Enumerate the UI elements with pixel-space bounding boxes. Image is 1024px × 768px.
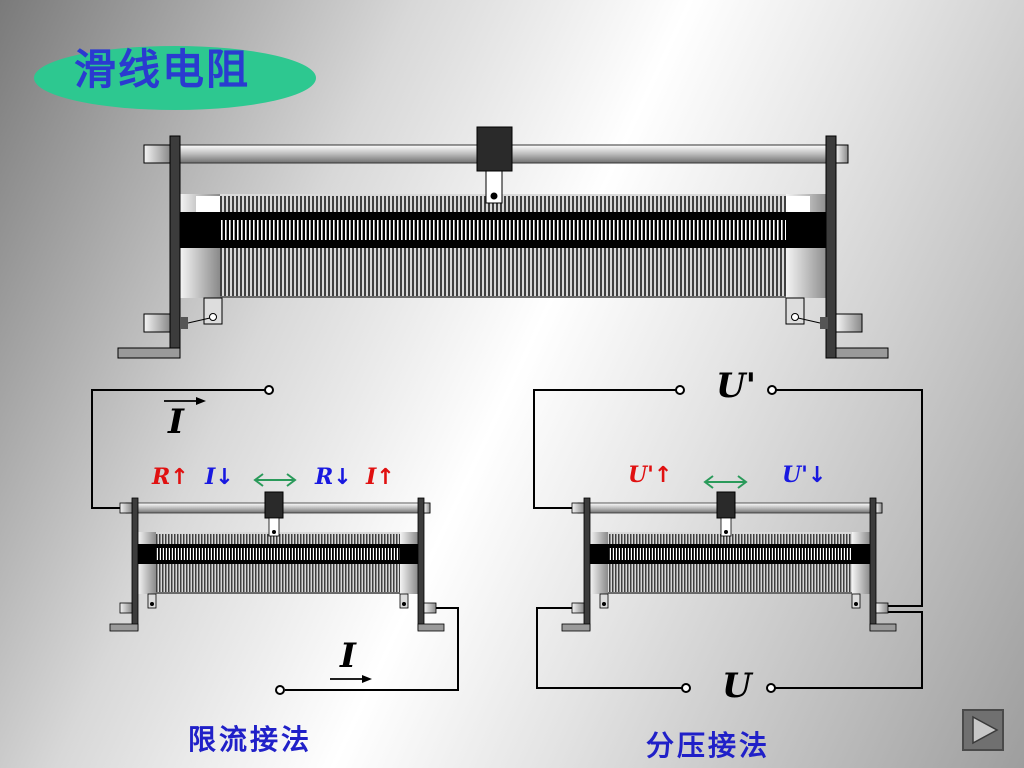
left-label-2: I↓ — [205, 464, 234, 490]
title-oval — [34, 46, 316, 110]
right-bottom-terminal-a — [681, 683, 691, 693]
right-circuit-wires — [533, 389, 923, 689]
current-label-bottom: I — [340, 636, 356, 676]
terminal-left — [143, 313, 171, 333]
right-top-terminal-b — [767, 385, 777, 395]
current-arrow-bottom — [330, 675, 372, 683]
current-arrow-top — [164, 397, 206, 405]
left-label-3: R↓ — [315, 464, 352, 490]
terminal-right — [835, 313, 863, 333]
right-label-1: U'↑ — [628, 462, 673, 488]
right-label-2: U'↓ — [782, 462, 827, 488]
left-rheostat — [109, 491, 445, 632]
large-rheostat — [117, 126, 889, 359]
voltage-label-top: U' — [716, 366, 757, 406]
current-label-top: I — [168, 402, 184, 442]
page-title: 滑线电阻 — [74, 45, 251, 94]
play-triangle-icon — [972, 715, 999, 745]
left-circuit-wires — [91, 389, 459, 691]
left-label-1: R↑ — [152, 464, 189, 490]
right-bottom-terminal-b — [766, 683, 776, 693]
caption-current-limiting: 限流接法 — [188, 723, 313, 756]
slide-direction-arrow-right — [703, 475, 748, 489]
slider-contact — [476, 126, 513, 204]
voltage-label-bottom: U — [722, 666, 752, 706]
slide-direction-arrow-left — [253, 473, 297, 487]
left-top-terminal — [264, 385, 274, 395]
exposed-coil-band — [220, 220, 786, 240]
right-rheostat — [561, 491, 897, 632]
next-slide-button[interactable] — [962, 709, 1004, 751]
left-bottom-terminal — [275, 685, 285, 695]
left-label-4: I↑ — [366, 464, 395, 490]
right-top-terminal-a — [675, 385, 685, 395]
caption-voltage-divider: 分压接法 — [646, 729, 771, 762]
